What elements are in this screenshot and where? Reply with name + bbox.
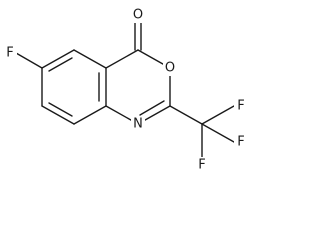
atom-label-cf3-f1: F [237, 99, 244, 114]
atom-label-ring-n: N [133, 117, 143, 132]
double-bond-c7-c8 [48, 102, 73, 117]
oxazinone-ring [105, 49, 171, 125]
atom-cf3-fluorine-2: F [234, 134, 248, 150]
atom-label-ring-o: O [165, 61, 175, 76]
atom-carbonyl-oxygen: O [131, 7, 145, 23]
bond-c7-c8 [41, 105, 75, 125]
double-bond-c2-n1 [139, 100, 165, 116]
bond-c4a-c4 [105, 49, 139, 69]
atom-ring-nitrogen: N [131, 116, 145, 132]
atom-label-carbonyl-o: O [133, 8, 143, 23]
bond-c8-c8a [73, 105, 107, 125]
bond-cf3-f2 [201, 123, 235, 143]
atom-label-cf3-f3: F [198, 158, 205, 173]
bond-c4a-c5 [73, 49, 107, 69]
double-bond-c5-c6 [48, 57, 73, 72]
bond-c6-f [15, 52, 43, 69]
atom-cf3-fluorine-3: F [195, 157, 209, 173]
chemical-structure: O O N F F F F [3, 7, 248, 173]
atom-aryl-fluorine: F [3, 45, 17, 61]
bond-c5-c6 [41, 49, 75, 69]
atom-label-cf3-f2: F [237, 135, 244, 150]
benzene-ring [41, 49, 107, 125]
trifluoromethyl-group [169, 105, 235, 159]
bond-c2-cf3 [169, 105, 203, 125]
atom-ring-oxygen: O [163, 60, 177, 76]
atom-label-aryl-f: F [6, 46, 13, 61]
bond-cf3-f1 [201, 105, 235, 125]
carbonyl-group [134, 21, 142, 51]
atom-cf3-fluorine-1: F [234, 98, 248, 114]
